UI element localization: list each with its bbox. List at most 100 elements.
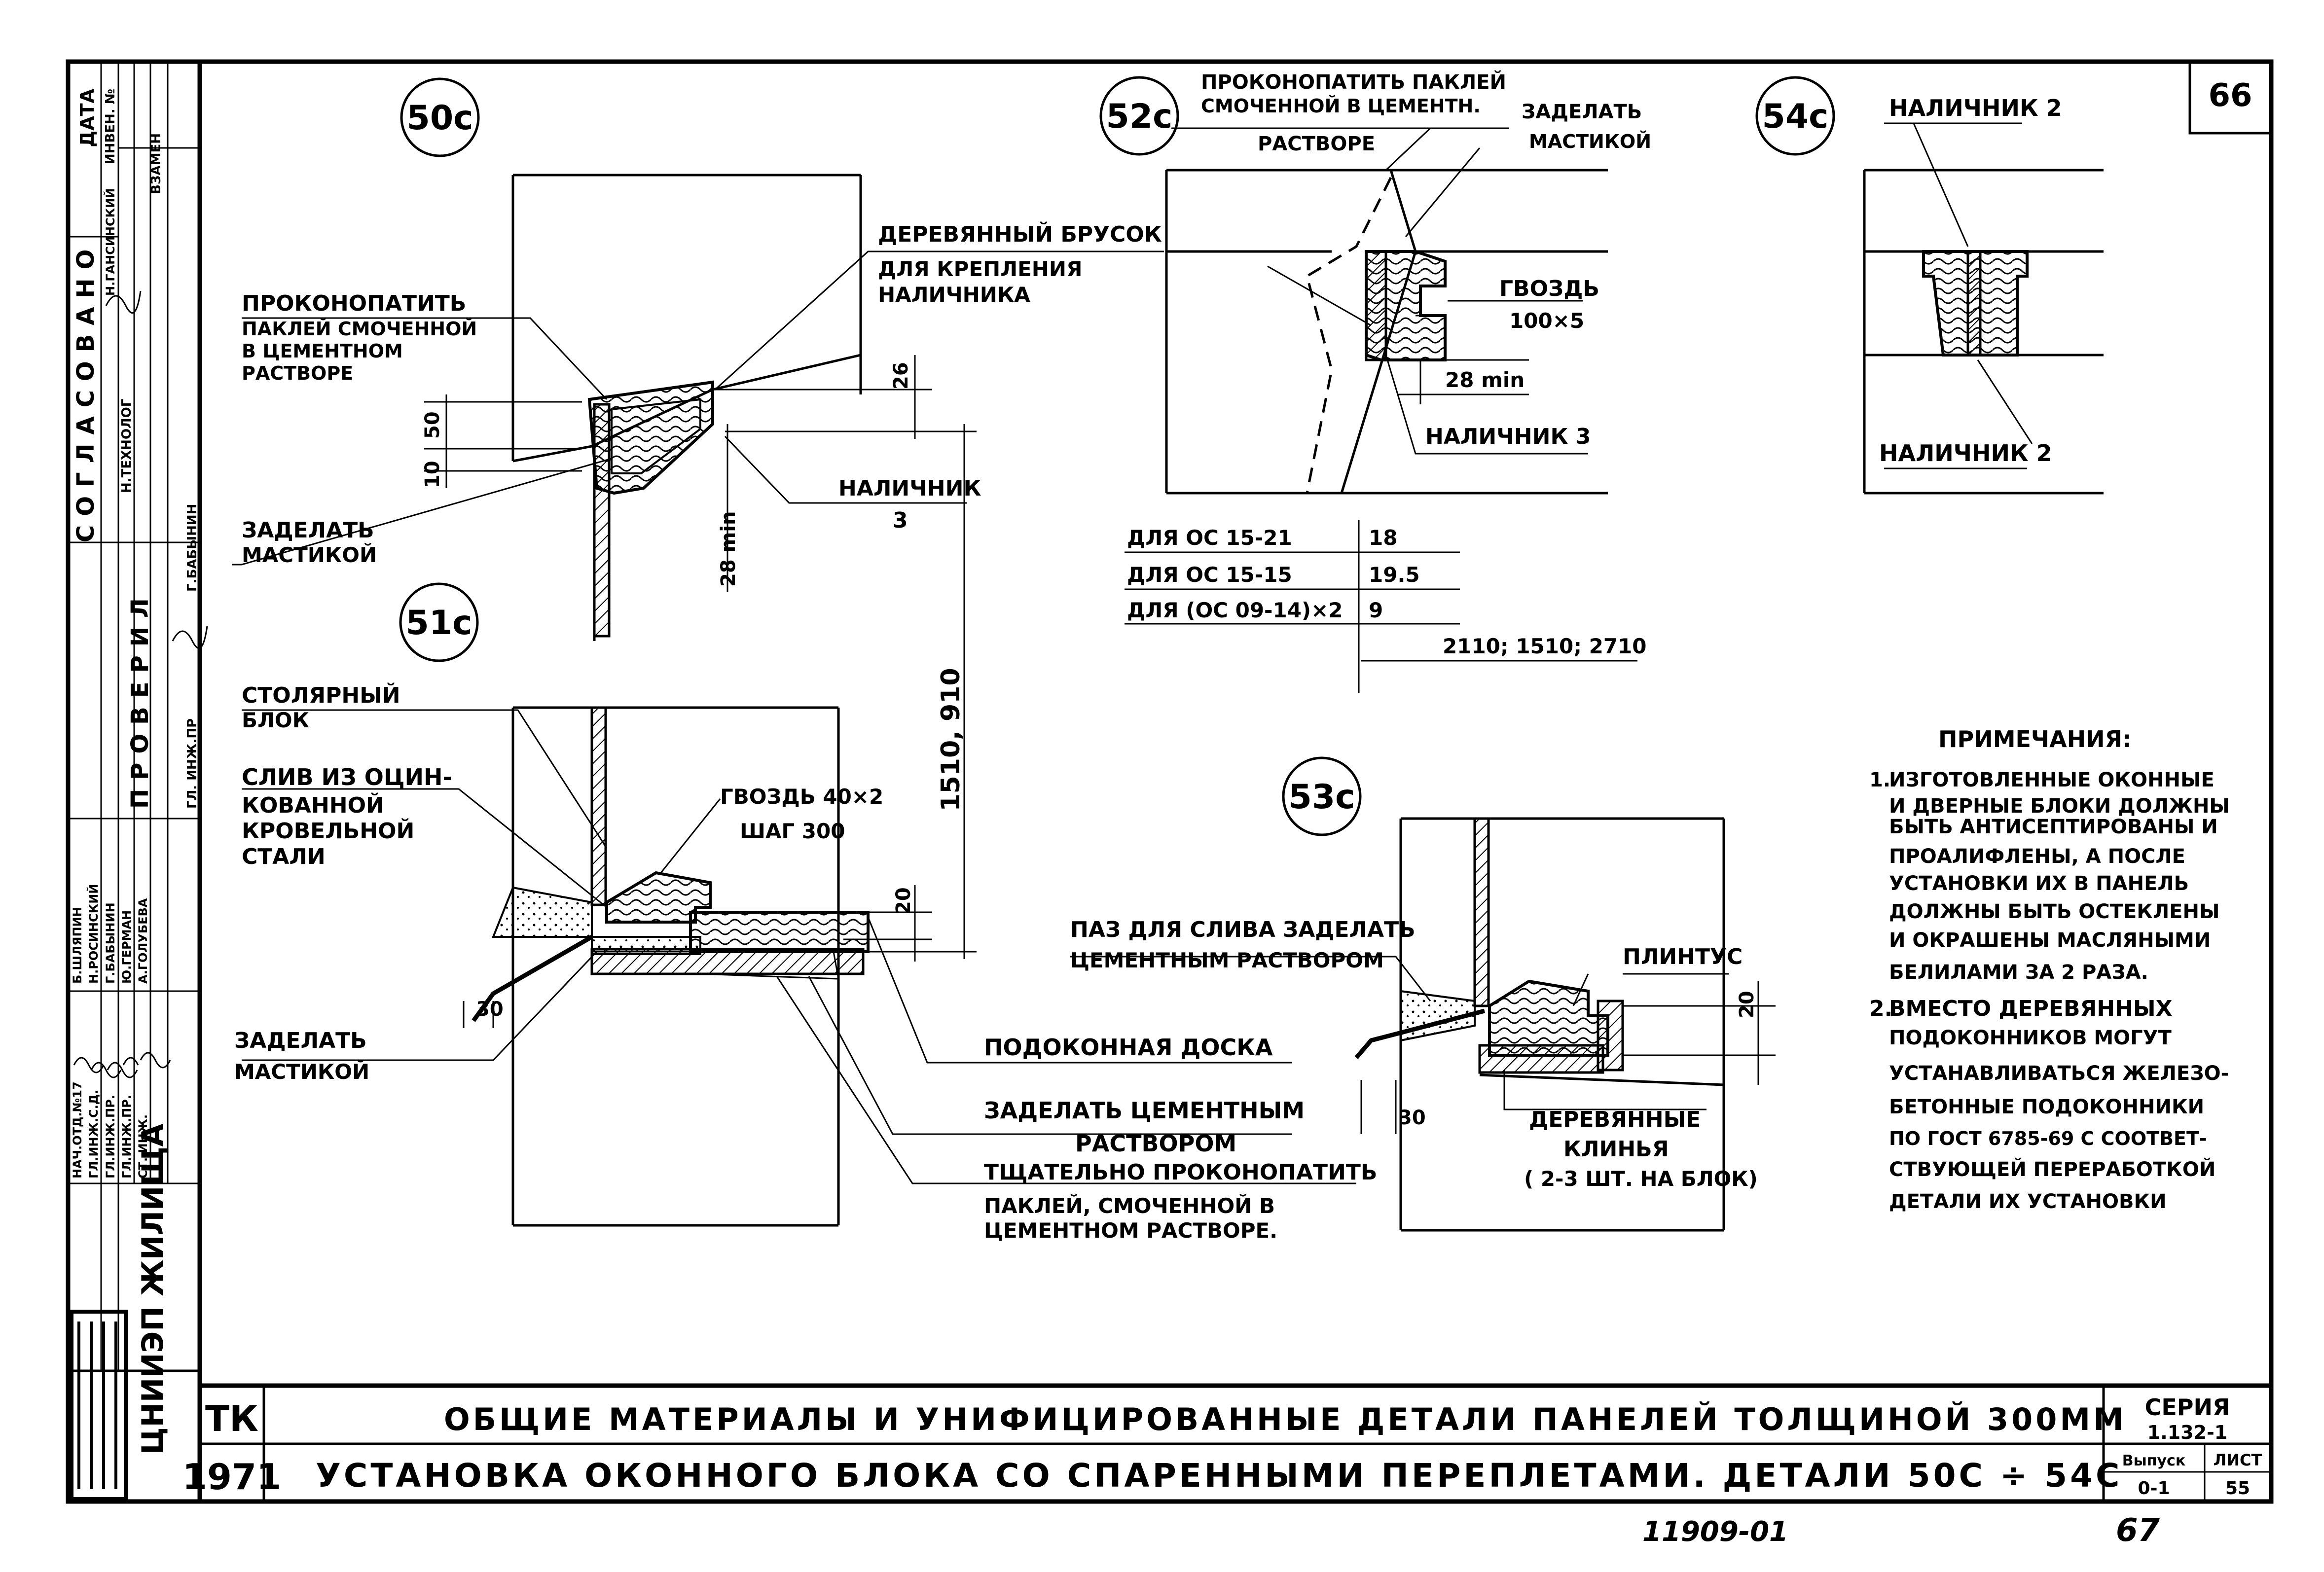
label-54c-bottom: НАЛИЧНИК 2 xyxy=(1879,440,2052,466)
note-2-line-5: ПО ГОСТ 6785-69 С СООТВЕТ- xyxy=(1889,1128,2207,1149)
label-52c-mastic-2: МАСТИКОЙ xyxy=(1529,131,1651,152)
dim-51c-30: 30 xyxy=(476,998,504,1021)
stamp-name-2: Н.РОСИНСКИЙ xyxy=(86,884,101,984)
tag-51c: 51с xyxy=(406,604,472,643)
note-2: 2. ВМЕСТО ДЕРЕВЯННЫХ ПОДОКОННИКОВ МОГУТ … xyxy=(1869,996,2229,1213)
label-52c-mastic-1: ЗАДЕЛАТЬ xyxy=(1522,101,1642,123)
stamp-inv-header: ИНВЕН. № xyxy=(103,89,118,164)
label-53c-plinth: ПЛИНТУС xyxy=(1623,944,1743,969)
label-50c-caulk-3: В ЦЕМЕНТНОМ xyxy=(242,340,403,362)
detail-54c: 54с xyxy=(1755,76,2104,495)
page-label: ЛИСТ xyxy=(2214,1451,2262,1469)
org-name: ЦНИИЭП ЖИЛИЩА xyxy=(136,1123,170,1455)
label-51c-drip-2: КОВАННОЙ xyxy=(242,792,384,818)
label-51c-nail-2: ШАГ 300 xyxy=(740,819,845,843)
label-50c-caulk-4: РАСТВОРЕ xyxy=(242,362,353,384)
table-52c-row1-value: 18 xyxy=(1369,526,1397,550)
tag-50c: 50с xyxy=(407,99,473,138)
sheet-number-top: 66 xyxy=(2208,77,2252,114)
note-1-number: 1. xyxy=(1869,769,1890,791)
note-2-line-3: УСТАНАВЛИВАТЬСЯ ЖЕЛЕЗО- xyxy=(1889,1062,2229,1085)
label-51c-sill: ПОДОКОННАЯ ДОСКА xyxy=(984,1034,1273,1061)
note-2-line-4: БЕТОННЫЕ ПОДОКОННИКИ xyxy=(1889,1096,2204,1118)
label-50c-caulk-2: ПАКЛЕЙ СМОЧЕННОЙ xyxy=(242,318,477,340)
label-51c-cement-2: РАСТВОРОМ xyxy=(1075,1130,1236,1157)
dim-51c-height: 1510, 910 xyxy=(936,668,966,811)
table-52c-row2-label: ДЛЯ ОС 15-15 xyxy=(1127,563,1292,587)
stamp-agreed-row-1: Н.ТЕХНОЛОГ xyxy=(119,399,134,493)
table-52c-row3-value: 9 xyxy=(1369,598,1383,622)
dim-52c-28min: 28 min xyxy=(1445,368,1525,392)
note-2-line-1: ВМЕСТО ДЕРЕВЯННЫХ xyxy=(1889,996,2173,1021)
detail-51c: 51с 20 1510, 910 30 xyxy=(242,424,1356,1227)
label-50c-caulk-1: ПРОКОНОПАТИТЬ xyxy=(242,291,466,316)
note-1-line-5: УСТАНОВКИ ИХ В ПАНЕЛЬ xyxy=(1889,872,2189,895)
stamp-checked-row-1: ГЛ. ИНЖ.ПР xyxy=(185,718,200,809)
note-1-line-6: ДОЛЖНЫ БЫТЬ ОСТЕКЛЕНЫ xyxy=(1889,900,2219,923)
label-53c-wedges-2: КЛИНЬЯ xyxy=(1563,1137,1669,1162)
issue-value: 0-1 xyxy=(2138,1478,2170,1499)
title-line-1: ОБЩИЕ МАТЕРИАЛЫ И УНИФИЦИРОВАННЫЕ ДЕТАЛИ… xyxy=(444,1401,2127,1437)
org-logo xyxy=(70,1310,128,1501)
dim-53c-30: 30 xyxy=(1398,1107,1426,1129)
label-53c-wedges-1: ДЕРЕВЯННЫЕ xyxy=(1529,1107,1701,1132)
series-label: СЕРИЯ xyxy=(2145,1394,2230,1421)
stamp-role-5: СТ. ИНЖ. xyxy=(136,1114,150,1179)
issue-label: Выпуск xyxy=(2122,1452,2185,1469)
stamp-grid xyxy=(68,62,200,1372)
note-1: 1. ИЗГОТОВЛЕННЫЕ ОКОННЫЕ И ДВЕРНЫЕ БЛОКИ… xyxy=(1869,769,2230,984)
label-52c-nail-1: ГВОЗДЬ xyxy=(1499,276,1599,301)
label-51c-mastic-1: ЗАДЕЛАТЬ xyxy=(234,1028,367,1053)
note-1-line-2: И ДВЕРНЫЕ БЛОКИ ДОЛЖНЫ xyxy=(1889,795,2230,818)
table-52c-row2-value: 19.5 xyxy=(1369,563,1420,587)
tag-52c: 52с xyxy=(1106,97,1173,136)
label-54c-top: НАЛИЧНИК 2 xyxy=(1889,95,2062,121)
dim-53c-20: 20 xyxy=(1736,991,1758,1018)
label-51c-mastic-2: МАСТИКОЙ xyxy=(234,1059,369,1084)
note-2-line-6: СТВУЮЩЕЙ ПЕРЕРАБОТКОЙ xyxy=(1889,1157,2215,1181)
note-1-line-4: ПРОАЛИФЛЕНЫ, А ПОСЛЕ xyxy=(1889,845,2185,868)
label-51c-joinery-2: БЛОК xyxy=(242,708,309,732)
label-50c-block-1: ДЕРЕВЯННЫЙ БРУСОК xyxy=(878,221,1162,247)
stamp-signatures xyxy=(73,290,208,1078)
note-1-line-3: БЫТЬ АНТИСЕПТИРОВАНЫ И xyxy=(1889,816,2218,838)
label-50c-block-3: НАЛИЧНИКА xyxy=(878,283,1030,307)
dim-50c-50: 50 xyxy=(421,411,444,439)
label-51c-drip-1: СЛИВ ИЗ ОЦИН- xyxy=(242,764,452,790)
detail-52c: 52с 28 min xyxy=(1099,76,1637,693)
label-50c-block-2: ДЛЯ КРЕПЛЕНИЯ xyxy=(878,257,1082,281)
note-2-number: 2. xyxy=(1869,996,1892,1021)
note-1-line-1: ИЗГОТОВЛЕННЫЕ ОКОННЫЕ xyxy=(1889,769,2215,791)
note-1-line-7: И ОКРАШЕНЫ МАСЛЯНЫМИ xyxy=(1889,929,2211,952)
stamp-name-1: Б.ШЛЯПИН xyxy=(71,907,84,984)
label-52c-caulk-1: ПРОКОНОПАТИТЬ ПАКЛЕЙ xyxy=(1201,70,1506,94)
label-50c-mastic-1: ЗАДЕЛАТЬ xyxy=(242,518,374,543)
stamp-name-5: А.ГОЛУБЕВА xyxy=(136,898,150,984)
detail-53c: 53с 20 30 xyxy=(1070,756,1776,1232)
label-50c-trim-2: 3 xyxy=(893,508,908,533)
label-51c-caulk2-2: ПАКЛЕЙ, СМОЧЕННОЙ В xyxy=(984,1193,1275,1218)
stamp-checked-row-2: Г.БАБЫНИН xyxy=(185,504,200,592)
label-53c-groove-2: ЦЕМЕНТНЫМ РАСТВОРОМ xyxy=(1070,948,1384,972)
label-51c-drip-4: СТАЛИ xyxy=(242,844,326,869)
stamp-replace-header: ВЗАМЕН xyxy=(149,133,164,194)
stamp-name-4: Ю.ГЕРМАН xyxy=(120,910,134,984)
stamp-role-2: ГЛ.ИНЖ.С.Д. xyxy=(87,1090,101,1179)
label-51c-cement-1: ЗАДЕЛАТЬ ЦЕМЕНТНЫМ xyxy=(984,1097,1305,1124)
title-line-2: УСТАНОВКА ОКОННОГО БЛОКА СО СПАРЕННЫМИ П… xyxy=(316,1457,2122,1495)
footer-number: 11909-01 xyxy=(1642,1516,1788,1548)
stamp-checked-header: ПРОВЕРИЛ xyxy=(126,589,154,809)
stamp-agreed-row-2: Н.ГАНСИНСКИЙ xyxy=(103,188,117,296)
label-50c-mastic-2: МАСТИКОЙ xyxy=(242,542,377,567)
tag-53c: 53с xyxy=(1289,778,1355,817)
dim-51c-20: 20 xyxy=(892,887,915,915)
label-51c-drip-3: КРОВЕЛЬНОЙ xyxy=(242,818,414,844)
dim-50c-10: 10 xyxy=(421,461,444,488)
page-value: 55 xyxy=(2225,1478,2250,1499)
label-51c-caulk2-3: ЦЕМЕНТНОМ РАСТВОРЕ. xyxy=(984,1218,1277,1243)
stamp-role-1: НАЧ.ОТД.№17 xyxy=(71,1081,84,1179)
table-52c-row3-label: ДЛЯ (ОС 09-14)×2 xyxy=(1127,598,1343,622)
stamp-role-4: ГЛ.ИНЖ.ПР. xyxy=(120,1095,134,1179)
detail-50c: 50с 50 10 26 28 min xyxy=(232,77,1164,641)
title-code: ТК xyxy=(205,1398,258,1439)
